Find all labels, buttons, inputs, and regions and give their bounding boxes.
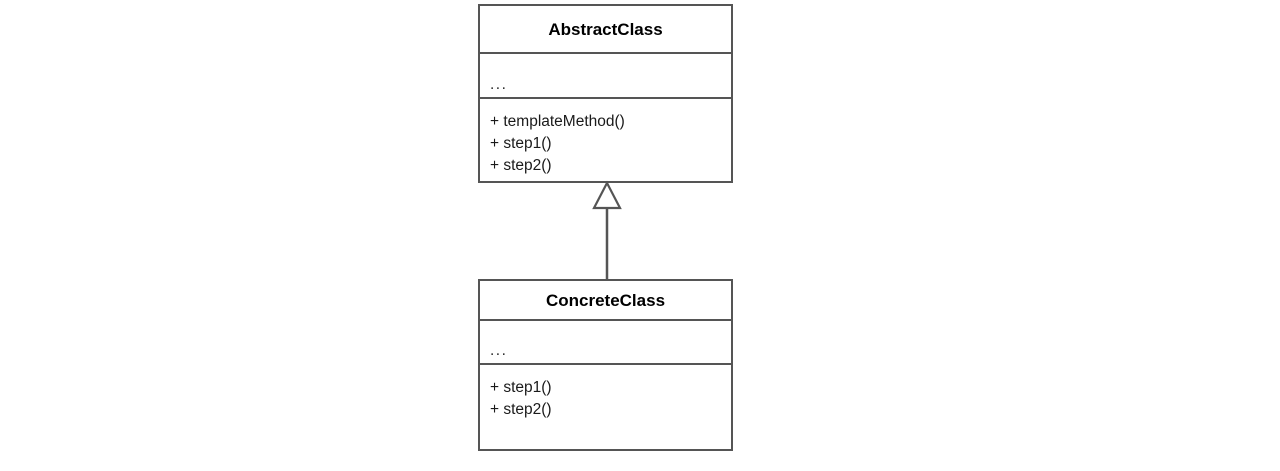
class-box-abstractclass[interactable]: AbstractClass ... + templateMethod() + s…	[478, 4, 733, 183]
class-box-concreteclass[interactable]: ConcreteClass ... + step1() + step2()	[478, 279, 733, 451]
operation-item: + templateMethod()	[490, 113, 625, 130]
operation-item: + step1()	[490, 135, 552, 152]
attributes-compartment-concreteclass: ...	[480, 319, 731, 363]
operation-item: + step1()	[490, 379, 552, 396]
class-name-concreteclass: ConcreteClass	[545, 290, 666, 310]
generalization-connector[interactable]	[586, 180, 628, 282]
attributes-compartment-abstractclass: ...	[480, 52, 731, 97]
attributes-placeholder: ...	[490, 341, 508, 359]
class-name-abstractclass: AbstractClass	[548, 19, 663, 39]
attributes-placeholder: ...	[490, 75, 508, 93]
operation-item: + step2()	[490, 157, 552, 174]
operations-compartment-concreteclass: + step1() + step2()	[480, 363, 731, 449]
operation-item: + step2()	[490, 401, 552, 418]
operations-compartment-abstractclass: + templateMethod() + step1() + step2()	[480, 97, 731, 181]
hollow-triangle-arrow-icon	[592, 180, 622, 210]
